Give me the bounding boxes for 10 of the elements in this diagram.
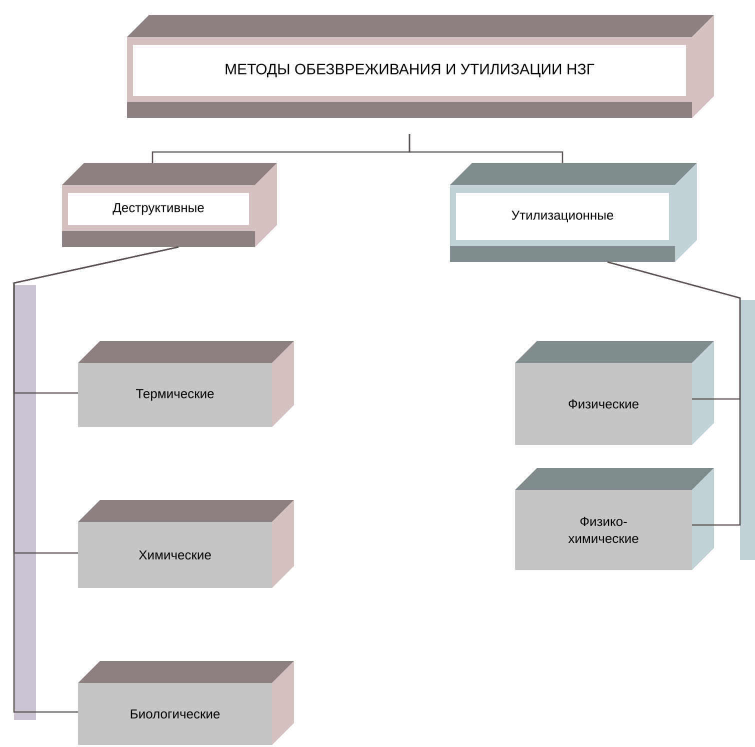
box-3d: Химические xyxy=(78,500,294,588)
connector-line xyxy=(408,134,564,163)
box-3d: МЕТОДЫ ОБЕЗВРЕЖИВАНИЯ И УТИЛИЗАЦИИ НЗГ xyxy=(127,15,714,118)
box-3d: Деструктивные xyxy=(62,163,277,247)
box-3d: Физические xyxy=(515,341,714,445)
connector-line xyxy=(607,261,741,526)
box-3d: Утилизационные xyxy=(450,163,697,262)
box-3d: Термические xyxy=(78,341,294,427)
box-3d: Физико-химические xyxy=(515,468,714,570)
box-3d: Биологические xyxy=(78,661,294,745)
